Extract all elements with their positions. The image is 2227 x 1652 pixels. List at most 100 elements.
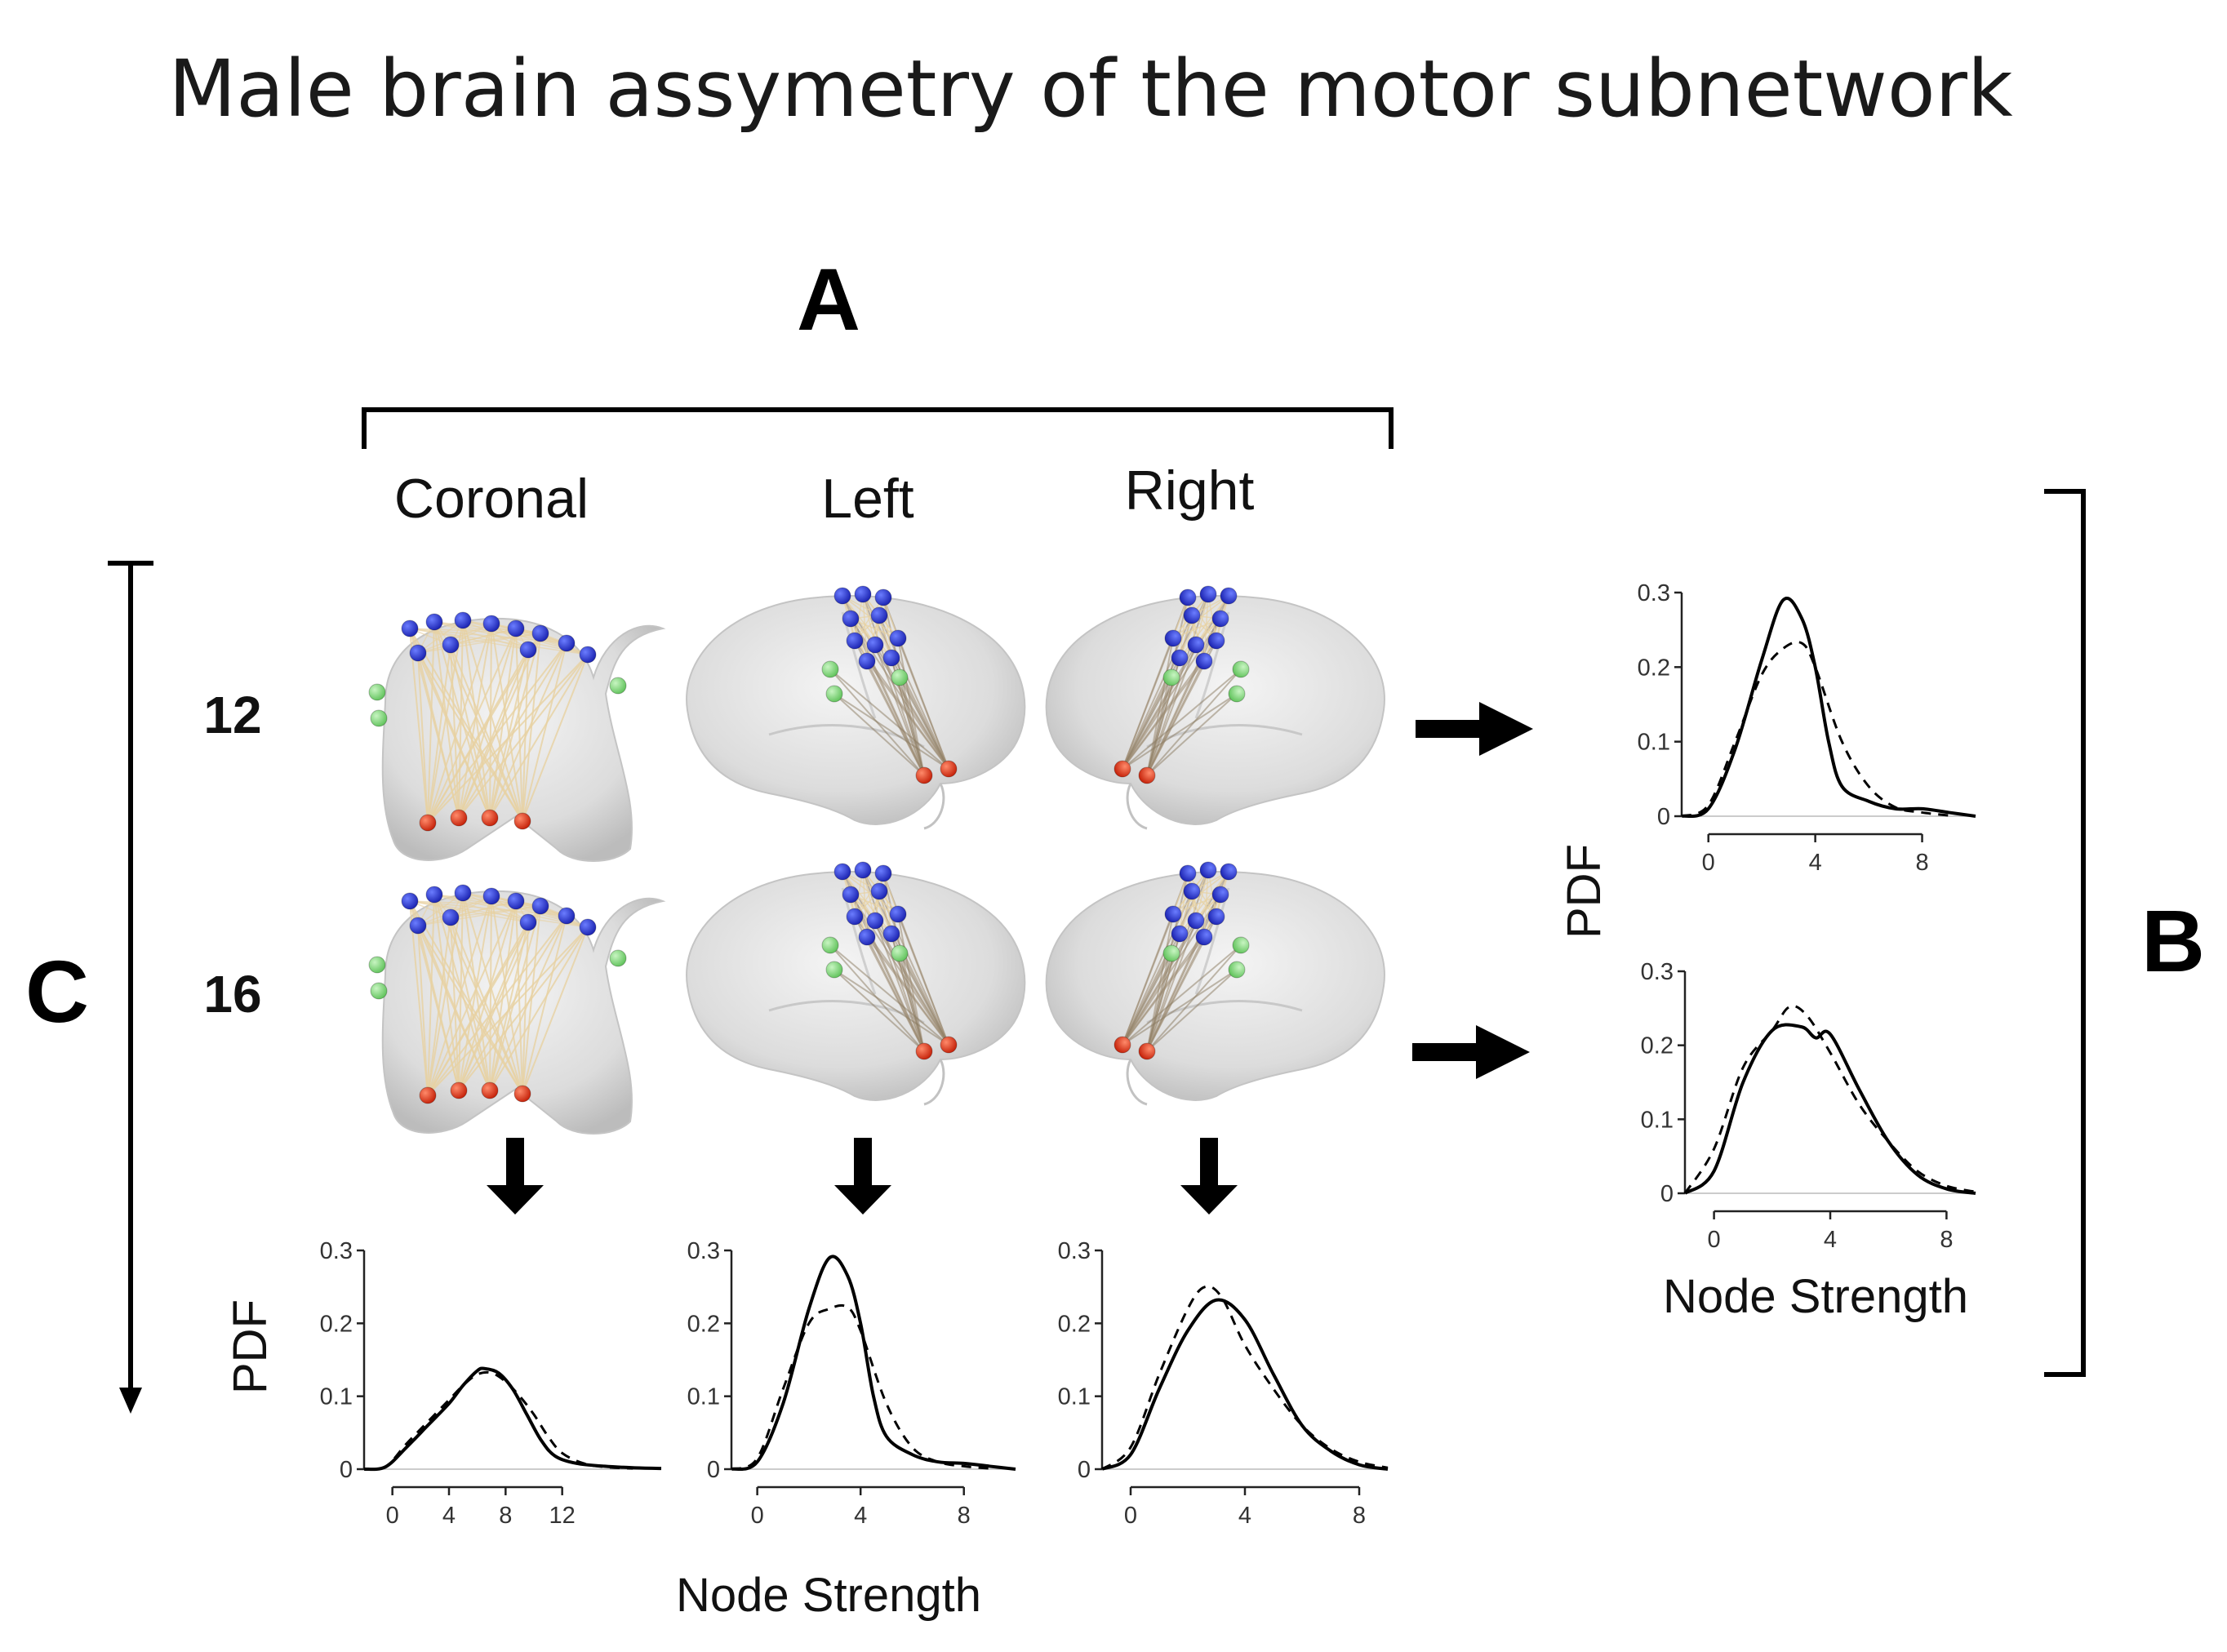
network-node bbox=[609, 949, 627, 967]
x-tick-label: 0 bbox=[1708, 1227, 1721, 1253]
network-node bbox=[1183, 882, 1201, 900]
network-node bbox=[558, 634, 576, 652]
network-edge bbox=[862, 593, 868, 662]
network-node bbox=[1162, 944, 1180, 962]
network-edge bbox=[1122, 693, 1238, 770]
network-node bbox=[419, 1086, 437, 1104]
network-node bbox=[442, 908, 460, 926]
network-edge bbox=[833, 693, 925, 776]
network-node bbox=[1114, 760, 1131, 778]
arrow-coronal-down bbox=[487, 1138, 544, 1215]
y-tick-label: 0.3 bbox=[320, 1238, 353, 1264]
network-node bbox=[370, 709, 388, 727]
network-edge bbox=[409, 628, 523, 822]
network-edge bbox=[515, 628, 523, 822]
x-tick-label: 8 bbox=[958, 1503, 971, 1529]
network-node bbox=[846, 908, 864, 926]
network-node bbox=[1211, 610, 1229, 628]
network-node bbox=[425, 886, 443, 904]
network-edge bbox=[874, 644, 925, 776]
network-node bbox=[1162, 668, 1180, 686]
network-node bbox=[882, 925, 900, 943]
network-edge bbox=[882, 873, 892, 935]
network-edge bbox=[897, 913, 949, 1046]
network-node bbox=[1171, 649, 1189, 667]
network-node bbox=[482, 615, 500, 633]
network-node bbox=[882, 649, 900, 667]
network-edge bbox=[1179, 873, 1189, 935]
network-edge bbox=[417, 925, 429, 1096]
network-edge bbox=[450, 644, 460, 819]
view-label-left: Left bbox=[821, 468, 914, 530]
network-edge bbox=[1179, 871, 1229, 935]
network-edge bbox=[522, 642, 567, 822]
brain-left-row16 bbox=[686, 861, 1026, 1106]
y-tick-label: 0.3 bbox=[687, 1238, 720, 1264]
y-tick-label: 0.2 bbox=[1641, 1033, 1674, 1059]
panel-label-c: C bbox=[25, 942, 89, 1041]
network-node bbox=[866, 912, 884, 930]
network-edge bbox=[854, 873, 884, 917]
network-edge bbox=[489, 921, 529, 1091]
dashed-curve bbox=[1681, 641, 1949, 818]
brain-outline bbox=[686, 871, 1026, 1101]
network-node bbox=[401, 620, 419, 637]
brain-outline bbox=[686, 595, 1026, 825]
x-tick-label: 4 bbox=[1809, 850, 1822, 876]
y-axis-label-bottom: PDF bbox=[224, 1299, 277, 1394]
network-edge bbox=[1179, 597, 1189, 659]
network-edge bbox=[850, 894, 949, 1046]
x-tick-label: 8 bbox=[1915, 850, 1928, 876]
network-edge bbox=[522, 905, 541, 1095]
network-node bbox=[1220, 587, 1238, 605]
network-node bbox=[425, 613, 443, 631]
network-edge bbox=[450, 905, 541, 918]
view-label-coronal: Coronal bbox=[394, 468, 589, 530]
network-edge bbox=[458, 905, 541, 1091]
y-axis-label-right: PDF bbox=[1558, 844, 1611, 939]
network-edge bbox=[1203, 593, 1209, 662]
network-node bbox=[519, 641, 537, 659]
network-edge bbox=[1146, 660, 1205, 776]
network-node bbox=[1220, 863, 1238, 881]
network-edge bbox=[1146, 637, 1174, 776]
network-node bbox=[454, 884, 472, 902]
network-edge bbox=[417, 892, 464, 926]
y-tick-label: 0.2 bbox=[1638, 655, 1670, 681]
network-edge bbox=[427, 649, 529, 824]
network-edge bbox=[491, 623, 523, 822]
dashed-curve bbox=[1101, 1285, 1389, 1471]
brain-cerebellum bbox=[1126, 1059, 1148, 1106]
brain-sulcus bbox=[768, 724, 925, 748]
network-node bbox=[940, 1036, 958, 1054]
network-node bbox=[870, 606, 888, 624]
network-node bbox=[409, 917, 427, 935]
network-edge bbox=[1122, 913, 1174, 1046]
network-edge bbox=[450, 644, 523, 822]
network-edge bbox=[1122, 894, 1221, 1046]
y-tick-label: 0 bbox=[1660, 1181, 1674, 1207]
network-node bbox=[531, 897, 549, 915]
network-edge bbox=[462, 892, 529, 923]
y-tick-label: 0.2 bbox=[320, 1311, 353, 1337]
network-edge bbox=[1122, 618, 1221, 770]
network-node bbox=[874, 588, 892, 606]
y-tick-label: 0.3 bbox=[1638, 580, 1670, 606]
network-edge bbox=[450, 900, 517, 918]
network-edge bbox=[458, 654, 589, 819]
network-node bbox=[1164, 905, 1182, 923]
brain-outline bbox=[1045, 871, 1385, 1101]
network-node bbox=[866, 636, 884, 654]
network-edge bbox=[450, 644, 491, 819]
network-node bbox=[1228, 961, 1246, 979]
brain-sulcus bbox=[1146, 724, 1303, 748]
network-node bbox=[1195, 652, 1213, 670]
network-node bbox=[1138, 766, 1156, 784]
network-edge bbox=[850, 894, 899, 915]
network-edge bbox=[462, 892, 523, 1095]
network-edge bbox=[427, 642, 567, 824]
brain-cerebellum bbox=[923, 1059, 945, 1106]
network-edge bbox=[1122, 677, 1172, 770]
